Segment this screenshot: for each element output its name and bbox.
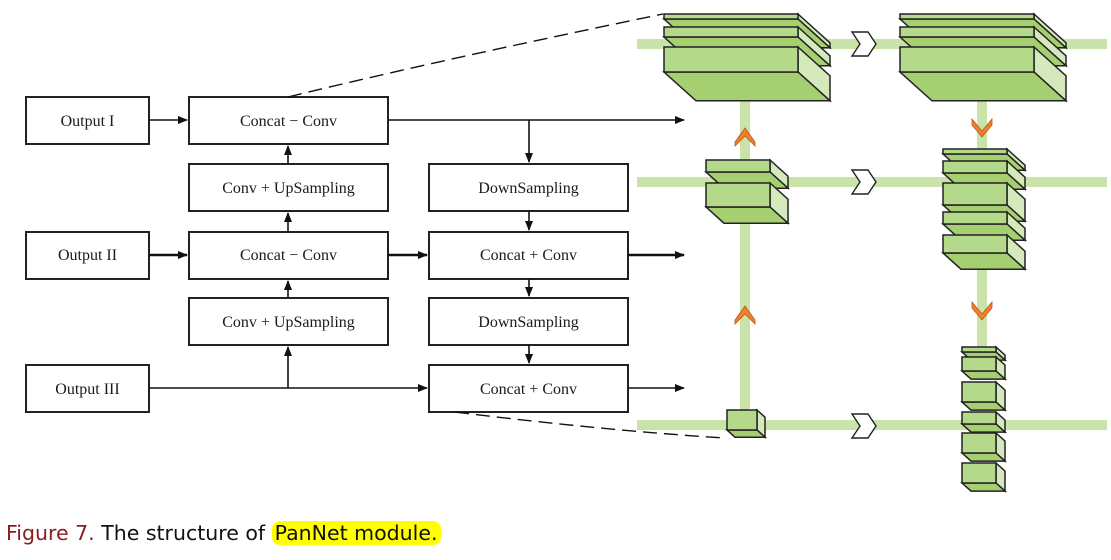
downsampling-1-label: DownSampling — [478, 180, 578, 197]
concat-conv-box-1: Concat − Conv — [188, 96, 389, 145]
feature-blocks — [662, 12, 1068, 493]
conv-upsampling-1-label: Conv + UpSampling — [222, 180, 355, 197]
downsampling-2-label: DownSampling — [478, 314, 578, 331]
conv-upsampling-2-label: Conv + UpSampling — [222, 314, 355, 331]
chevron-down-icon-upper — [971, 117, 993, 138]
chevron-up-icon-lower — [734, 305, 756, 325]
chevron-right-icon-top — [850, 31, 877, 57]
concat-conv-box-3: Concat + Conv — [428, 231, 629, 280]
zoom-guide-top — [287, 13, 664, 98]
feature-slab — [960, 461, 1007, 493]
concat-conv-1-label: Concat − Conv — [240, 113, 337, 130]
feature-slab — [960, 431, 1007, 463]
output-2-label: Output II — [58, 247, 117, 264]
feature-slab — [960, 380, 1007, 412]
caption-label: Figure 7. — [6, 521, 95, 545]
concat-conv-2-label: Concat − Conv — [240, 247, 337, 264]
conv-upsampling-box-1: Conv + UpSampling — [188, 163, 389, 212]
feature-slab — [898, 45, 1068, 103]
downsampling-box-1: DownSampling — [428, 163, 629, 212]
pathway-vertical-left — [740, 100, 750, 430]
feature-slab — [941, 233, 1027, 271]
flow-connectors — [149, 13, 725, 439]
feature-slab — [960, 410, 1007, 434]
zoom-guide-bottom — [454, 411, 725, 439]
conv-upsampling-box-2: Conv + UpSampling — [188, 297, 389, 346]
feature-slab — [704, 181, 790, 225]
output-box-1: Output I — [25, 96, 150, 145]
feature-slab — [960, 355, 1007, 381]
figure-caption: Figure 7. The structure of PanNet module… — [6, 521, 441, 545]
feature-slab — [662, 45, 832, 103]
output-box-3: Output III — [25, 364, 150, 413]
chevron-down-icon-lower — [971, 300, 993, 321]
chevron-right-icon-middle — [850, 169, 877, 195]
output-3-label: Output III — [55, 381, 119, 398]
pannet-diagram: Output I Output II Output III Concat − C… — [25, 12, 1107, 493]
vertical-arrows — [734, 117, 993, 325]
downsampling-box-2: DownSampling — [428, 297, 629, 346]
caption-text: The structure of — [94, 521, 272, 545]
feature-cube — [725, 408, 767, 439]
concat-conv-3-label: Concat + Conv — [480, 247, 577, 264]
caption-highlight: PanNet module. — [271, 521, 441, 545]
chevron-right-icon-bottom — [850, 413, 877, 439]
concat-conv-box-4: Concat + Conv — [428, 364, 629, 413]
concat-conv-box-2: Concat − Conv — [188, 231, 389, 280]
chevron-up-icon-upper — [734, 127, 756, 147]
output-box-2: Output II — [25, 231, 150, 280]
output-1-label: Output I — [61, 113, 115, 130]
concat-conv-4-label: Concat + Conv — [480, 381, 577, 398]
lateral-arrows — [850, 31, 877, 439]
